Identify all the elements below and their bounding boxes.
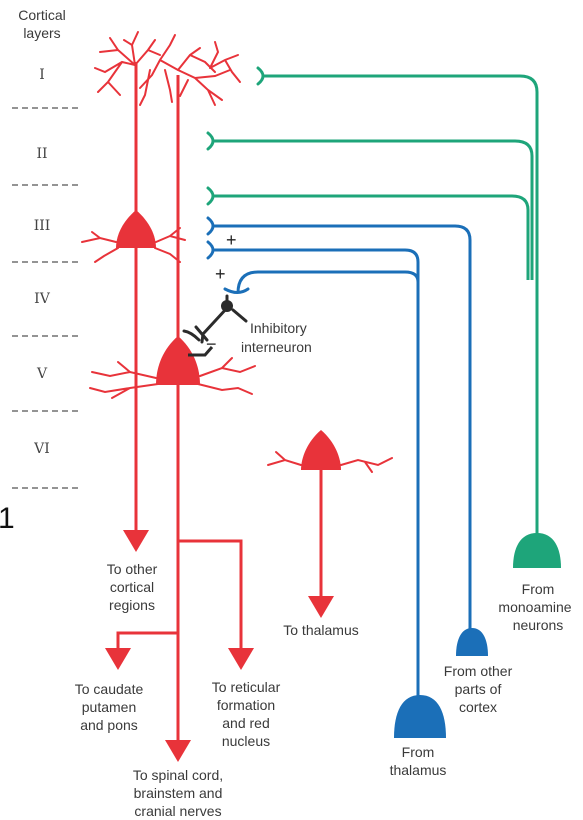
inhibitory-label-2: interneuron xyxy=(241,339,312,355)
svg-text:cortex: cortex xyxy=(459,699,497,715)
svg-text:From other: From other xyxy=(444,663,513,679)
layer-VI-label: VI xyxy=(33,441,50,457)
label-to-spinal: To spinal cord, brainstem and cranial ne… xyxy=(133,767,223,819)
svg-text:regions: regions xyxy=(109,597,155,613)
layer-I-label: I xyxy=(39,67,45,83)
pyramidal-neuron-layer-V xyxy=(156,336,200,385)
fiber-from-other-cortex xyxy=(213,226,470,630)
stray-mark: 1 xyxy=(0,502,15,535)
svg-text:and pons: and pons xyxy=(80,717,138,733)
monoamine-fibers xyxy=(213,76,537,535)
svg-text:thalamus: thalamus xyxy=(390,762,447,778)
arrow-to-other-cortical xyxy=(123,530,149,552)
svg-text:To other: To other xyxy=(107,561,158,577)
inhibitory-label-1: Inhibitory xyxy=(250,320,307,336)
label-from-monoamine: From monoamine neurons xyxy=(498,581,571,633)
arrow-to-caudate xyxy=(105,648,131,670)
svg-text:To reticular: To reticular xyxy=(212,679,281,695)
svg-text:To spinal cord,: To spinal cord, xyxy=(133,767,223,783)
label-to-thalamus: To thalamus xyxy=(283,622,358,638)
svg-text:From: From xyxy=(402,744,435,760)
svg-text:brainstem and: brainstem and xyxy=(134,785,223,801)
layer-II-label: II xyxy=(36,146,47,162)
svg-text:monoamine: monoamine xyxy=(498,599,571,615)
monoamine-fiber-layer-III xyxy=(213,196,528,280)
svg-text:cranial nerves: cranial nerves xyxy=(134,803,221,819)
label-to-caudate: To caudate putamen and pons xyxy=(75,681,144,733)
other-cortex-neuron-body xyxy=(456,628,488,656)
layer-V-label: V xyxy=(36,366,48,382)
svg-text:neurons: neurons xyxy=(513,617,564,633)
monoamine-terminals xyxy=(208,68,263,204)
svg-text:nucleus: nucleus xyxy=(222,733,270,749)
thalamus-neuron-body xyxy=(394,695,446,738)
svg-text:To caudate: To caudate xyxy=(75,681,144,697)
plus-sign-2: + xyxy=(215,264,226,284)
svg-text:and red: and red xyxy=(222,715,269,731)
arrow-to-thalamus xyxy=(308,596,334,618)
svg-text:cortical: cortical xyxy=(110,579,154,595)
header-line-2: layers xyxy=(23,25,60,41)
pyramidal-neuron-layer-VI xyxy=(301,430,341,470)
svg-text:parts of: parts of xyxy=(455,681,502,697)
interneuron-soma xyxy=(221,300,233,312)
svg-text:From: From xyxy=(522,581,555,597)
fiber-from-thalamus-b xyxy=(238,272,418,293)
label-to-other-cortical: To other cortical regions xyxy=(107,561,158,613)
monoamine-neuron-body xyxy=(513,533,561,568)
arrow-to-reticular xyxy=(228,648,254,670)
layer-III-label: III xyxy=(34,218,51,234)
monoamine-fiber-layer-II xyxy=(213,141,532,280)
collateral-to-reticular xyxy=(178,541,241,652)
label-to-reticular: To reticular formation and red nucleus xyxy=(212,679,281,749)
apical-dendrite-tuft xyxy=(95,32,240,105)
svg-text:formation: formation xyxy=(217,697,275,713)
layer-IV-label: IV xyxy=(34,291,51,307)
header-line-1: Cortical xyxy=(18,7,65,23)
svg-text:putamen: putamen xyxy=(82,699,136,715)
label-from-thalamus: From thalamus xyxy=(390,744,447,778)
plus-sign-1: + xyxy=(226,230,237,250)
arrow-to-spinal-cord xyxy=(165,740,191,762)
label-from-other-cortex: From other parts of cortex xyxy=(444,663,513,715)
